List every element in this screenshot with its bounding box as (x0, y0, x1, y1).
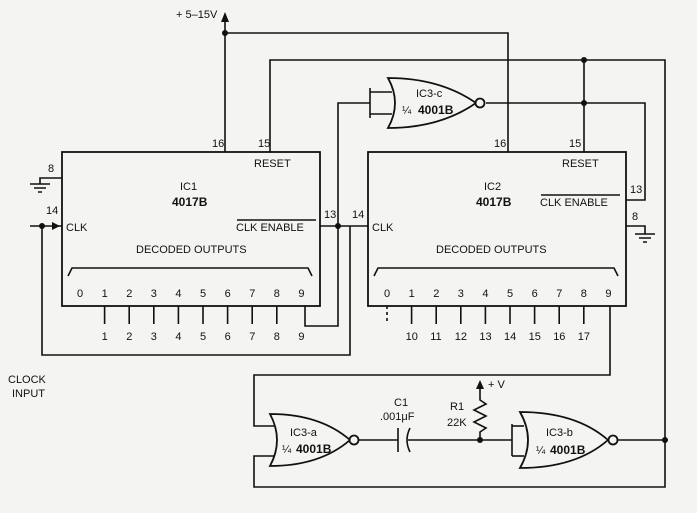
ic2-outs-output-pin-3: 3 (458, 288, 464, 300)
ic2-outs-output-pin-6: 6 (532, 288, 538, 300)
ic1-pin-gnd: 8 (48, 163, 54, 175)
ic2-output-number: 11 (430, 331, 441, 343)
ic2-output-number: 13 (479, 331, 491, 343)
ic1-reset-label: RESET (254, 158, 291, 170)
ic2-outs-output-pin-5: 5 (507, 288, 513, 300)
supply-wiring (221, 12, 666, 440)
ic2-decoded-label: DECODED OUTPUTS (436, 244, 547, 256)
r1-value: 22K (447, 417, 467, 429)
ic2-outs-output-pin-4: 4 (482, 288, 488, 300)
ic2-clk-label: CLK (372, 222, 394, 234)
ic2-outs-output-pin-9: 9 (605, 288, 611, 300)
ic1-output-number: 3 (151, 331, 157, 343)
ic1-output-number: 8 (274, 331, 280, 343)
ic2-pin-vdd: 16 (494, 138, 506, 150)
ic1-output-number: 4 (175, 331, 181, 343)
ic3a-gate: IC3-a ¼ 4001B (268, 413, 360, 467)
ic1-outs-output-pin-1: 1 (102, 288, 108, 300)
ic1-clock-wiring (30, 222, 368, 356)
ic2-output-number: 15 (529, 331, 541, 343)
ic3c-name: IC3-c (416, 88, 443, 100)
ic2-pin-gnd: 8 (632, 211, 638, 223)
ic2-pin-reset: 15 (569, 138, 581, 150)
ic1-outs-output-pin-0: 0 (77, 288, 83, 300)
ic1-outs-output-pin-8: 8 (274, 288, 280, 300)
ic1-pin-enable: 13 (324, 209, 336, 221)
capacitor-c1: C1 .001μF (380, 397, 415, 453)
ic3a-frac: ¼ (282, 444, 292, 456)
ic1-output-number: 2 (126, 331, 132, 343)
ic2-output-number: 17 (578, 331, 590, 343)
ic2-outs-output-pin-0: 0 (384, 288, 390, 300)
ic1-chip: 16 15 RESET IC1 4017B CLK CLK ENABLE DEC… (46, 138, 336, 343)
ic2-pin-clk: 14 (352, 209, 364, 221)
ic3b-frac: ¼ (536, 445, 546, 457)
ic1-outs-output-pin-2: 2 (126, 288, 132, 300)
ic1-pin-clk: 14 (46, 205, 58, 217)
ic2-chip: 16 15 RESET IC2 4017B CLK CLK ENABLE DEC… (352, 138, 642, 343)
oscillator-wiring (253, 306, 668, 488)
ic1-output-number: 1 (102, 331, 108, 343)
c1-value: .001μF (380, 411, 415, 423)
ic1-output-number: 7 (249, 331, 255, 343)
ic2-outs-output-pin-7: 7 (556, 288, 562, 300)
ic1-clk-label: CLK (66, 222, 88, 234)
ic2-output-number: 16 (553, 331, 565, 343)
ic2-outs-output-pin-1: 1 (409, 288, 415, 300)
ic3b-name: IC3-b (546, 427, 573, 439)
ic2-part: 4017B (476, 195, 512, 209)
supply-label: + 5–15V (176, 9, 218, 21)
ic1-part: 4017B (172, 195, 208, 209)
ic1-pin-reset: 15 (258, 138, 270, 150)
ic1-outs-output-pin-5: 5 (200, 288, 206, 300)
clock-input-line1: CLOCK (8, 374, 47, 386)
ic2-side-wiring (584, 102, 655, 243)
ic1-ground (30, 177, 62, 193)
ic2-name: IC2 (484, 181, 501, 193)
ic1-outs-output-pin-3: 3 (151, 288, 157, 300)
ic2-output-number: 12 (455, 331, 467, 343)
c1-name: C1 (394, 397, 408, 409)
ic1-outs-output-pin-6: 6 (225, 288, 231, 300)
ic3b-part: 4001B (550, 443, 586, 457)
ic1-clk-enable-label: CLK ENABLE (236, 222, 304, 234)
r1-name: R1 (450, 401, 464, 413)
ic1-output-number: 5 (200, 331, 206, 343)
ic2-reset-label: RESET (562, 158, 599, 170)
ic1-name: IC1 (180, 181, 197, 193)
ic2-output-number: 14 (504, 331, 516, 343)
ic2-outs-output-pin-8: 8 (581, 288, 587, 300)
small-supply-label: + V (488, 379, 505, 391)
ic2-output-number: 10 (406, 331, 418, 343)
ic3b-gate: IC3-b ¼ 4001B (518, 411, 619, 469)
ic1-pin-vdd: 16 (212, 138, 224, 150)
ic3c-part: 4001B (418, 103, 454, 117)
ic2-pin-enable: 13 (630, 184, 642, 196)
ic1-outs-output-pin-9: 9 (298, 288, 304, 300)
ic1-output-number: 6 (225, 331, 231, 343)
ic3c-frac: ¼ (402, 105, 412, 117)
ic1-output-number: 9 (298, 331, 304, 343)
ic2-outs-output-pin-2: 2 (433, 288, 439, 300)
ic3a-part: 4001B (296, 442, 332, 456)
ic1-decoded-label: DECODED OUTPUTS (136, 244, 247, 256)
ic1-outs-output-pin-4: 4 (175, 288, 181, 300)
ic3c-gate: IC3-c ¼ 4001B (386, 77, 486, 129)
clock-input-line2: INPUT (12, 388, 45, 400)
ic1-outs-output-pin-7: 7 (249, 288, 255, 300)
ic3a-name: IC3-a (290, 427, 318, 439)
ic2-clk-enable-label: CLK ENABLE (540, 197, 608, 209)
